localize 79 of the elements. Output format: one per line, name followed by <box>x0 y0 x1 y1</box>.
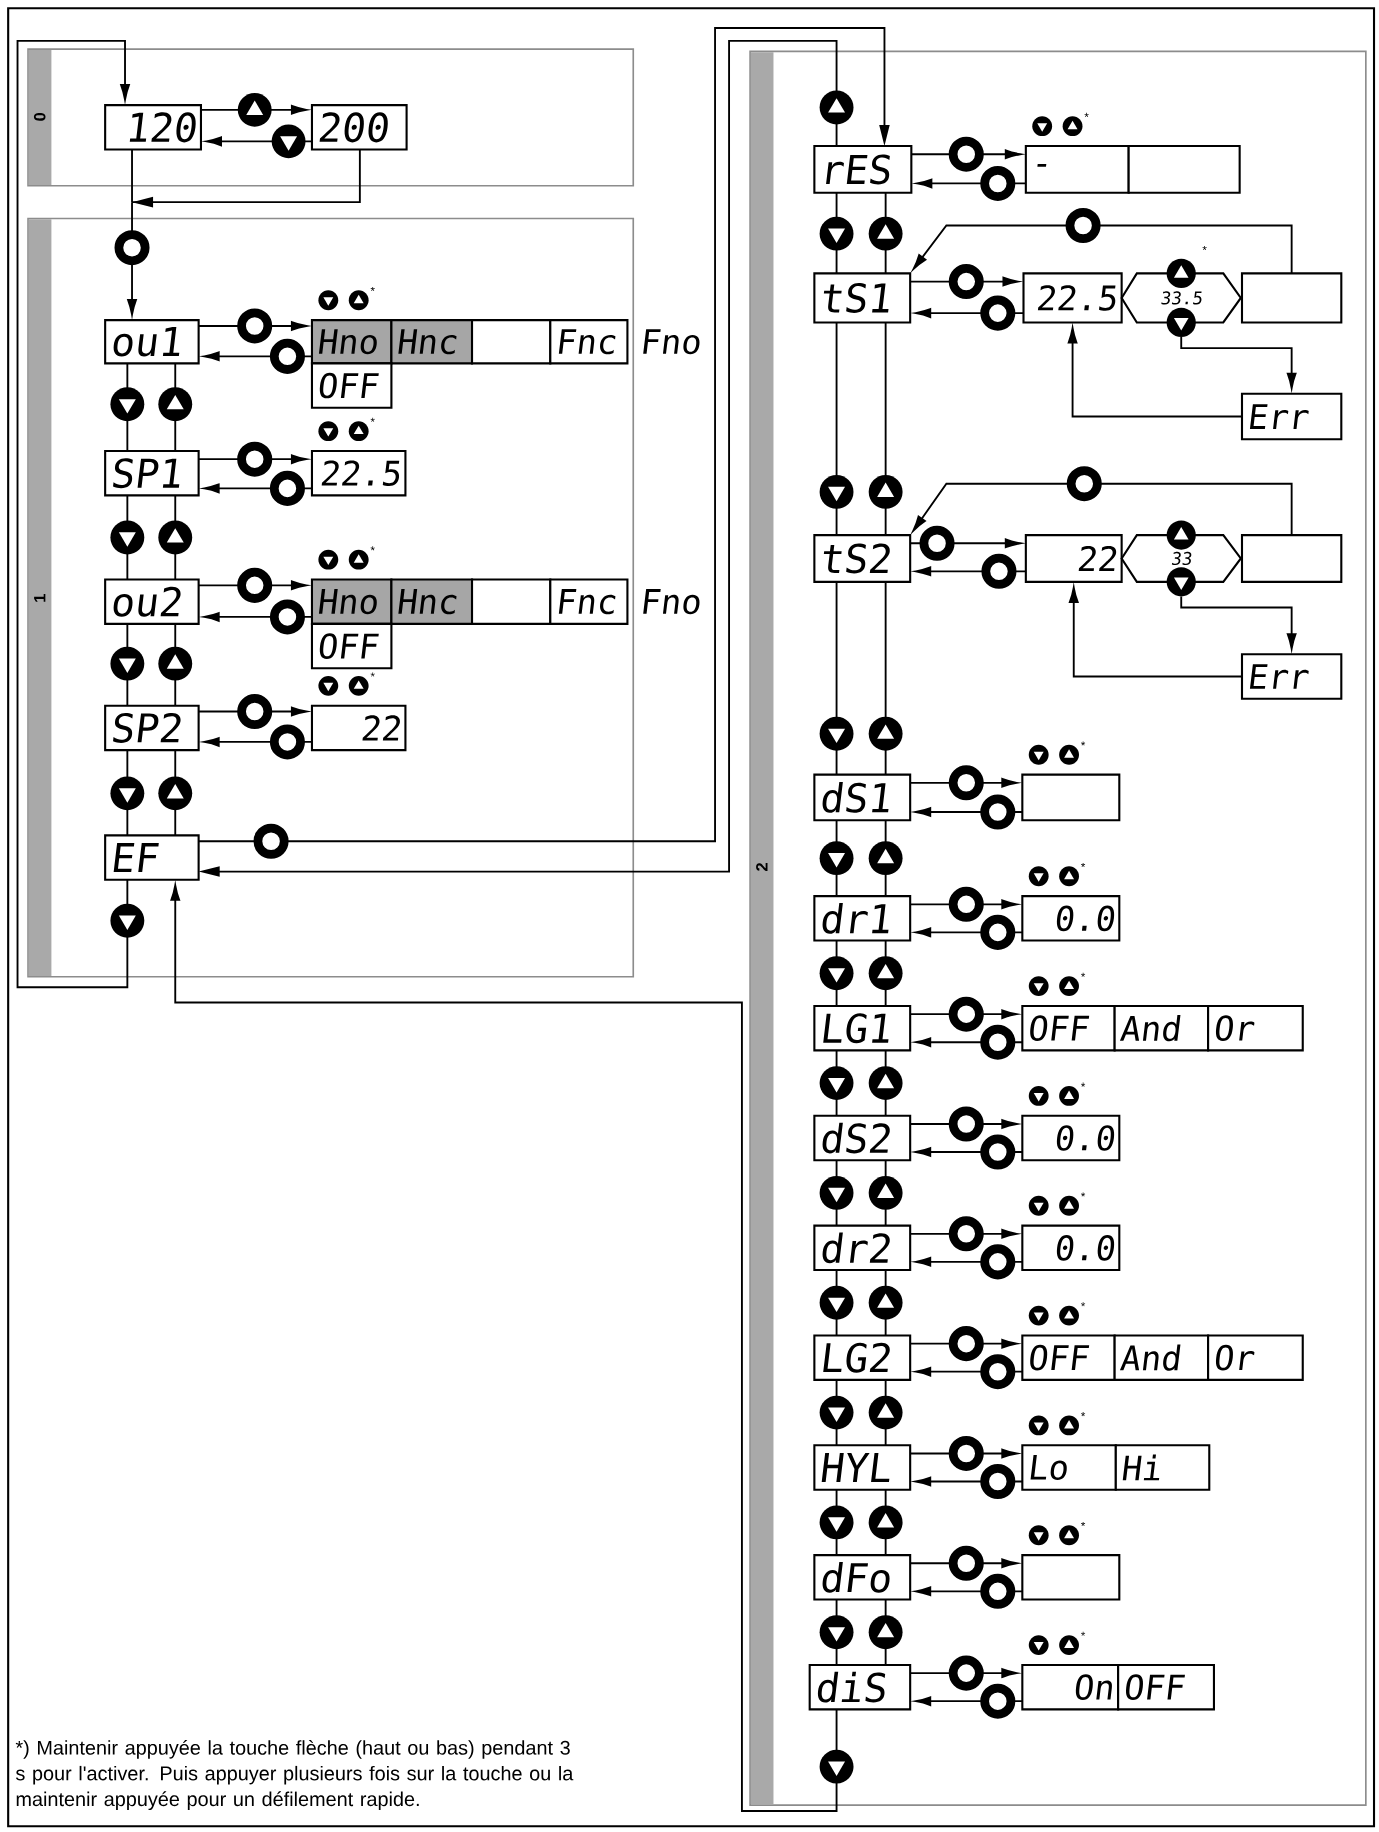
blank-display <box>471 319 552 365</box>
error-display: Err <box>1241 653 1343 700</box>
menu-display: rES <box>813 145 913 194</box>
menu-display: ou2 <box>104 578 200 625</box>
footnote-mark: * <box>1081 741 1086 746</box>
menu-display: dFo <box>813 1554 912 1601</box>
value-display: Lo <box>1021 1444 1117 1491</box>
menu-display: tS1 <box>813 272 912 324</box>
menu-display: SP1 <box>104 449 200 497</box>
footnote-mark: * <box>1202 246 1207 251</box>
footnote-mark: * <box>1081 1192 1086 1197</box>
connector-line <box>131 148 134 204</box>
value-display: Hnc <box>390 319 474 365</box>
arrow <box>912 482 1293 537</box>
connector-line <box>835 321 838 537</box>
value-display: Or <box>1207 1004 1304 1052</box>
menu-display: ou1 <box>104 319 200 365</box>
value-display: Hi <box>1114 1444 1211 1491</box>
value-display: OFF <box>311 362 393 409</box>
blank-display <box>1241 534 1343 583</box>
value-display: 22 <box>311 704 407 752</box>
value-display: And <box>1113 1004 1210 1052</box>
footnote-mark: * <box>1081 1302 1086 1307</box>
menu-display: LG2 <box>813 1334 912 1381</box>
footnote-mark: * <box>1081 1631 1086 1636</box>
error-display: Err <box>1241 392 1343 441</box>
arrow <box>131 148 361 208</box>
connector-line <box>884 580 887 776</box>
connector-line <box>884 321 887 537</box>
menu-display: dr2 <box>813 1224 912 1272</box>
blank-display <box>1021 773 1121 822</box>
value-display: - <box>1024 145 1130 194</box>
blank-display <box>1021 1554 1121 1601</box>
menu-display: diS <box>808 1663 912 1711</box>
footnote-mark: * <box>370 672 375 677</box>
arrow <box>912 224 1293 275</box>
value-display: OFF <box>1021 1004 1116 1052</box>
value-display: Hno <box>311 319 393 365</box>
option-label: Fno <box>643 589 700 615</box>
footnote-mark: * <box>1081 1412 1086 1417</box>
value-display: 0.0 <box>1021 1114 1121 1162</box>
blank-display <box>1127 145 1241 194</box>
menu-display: dS2 <box>813 1114 912 1162</box>
value-display: OFF <box>311 622 393 670</box>
value-display: 0.0 <box>1021 1224 1121 1272</box>
value-display: 22.5 <box>311 449 407 497</box>
value-display: Hnc <box>390 578 474 625</box>
value-display: Fnc <box>549 319 629 365</box>
footnote-mark: * <box>370 546 375 551</box>
menu-display: EF <box>104 834 200 881</box>
footnote-mark: * <box>1081 1521 1086 1526</box>
option-label: Fno <box>643 329 700 355</box>
value-display: On <box>1021 1663 1120 1711</box>
menu-display: LG1 <box>813 1004 912 1052</box>
value-display: Or <box>1207 1334 1304 1381</box>
footnote-mark: * <box>370 286 375 291</box>
blank-display <box>471 578 552 625</box>
footnote-mark: * <box>370 417 375 422</box>
value-display: 22.5 <box>1022 272 1123 324</box>
menu-display: dS1 <box>813 773 912 822</box>
menu-display: dr1 <box>813 895 912 942</box>
menu-display: 200 <box>311 104 408 151</box>
menu-display: SP2 <box>104 704 200 752</box>
value-display: OFF <box>1021 1334 1116 1381</box>
value-display: And <box>1113 1334 1210 1381</box>
blank-display <box>1241 272 1343 324</box>
menu-display: HYL <box>813 1444 912 1491</box>
footnote-mark: * <box>1081 862 1086 867</box>
connector-line <box>835 580 838 776</box>
value-display: Fnc <box>549 578 629 625</box>
menu-display: tS2 <box>813 534 912 583</box>
footnote-mark: * <box>1081 972 1086 977</box>
value-display: 0.0 <box>1021 895 1121 942</box>
value-display: Hno <box>311 578 393 625</box>
menu-display: 120 <box>104 104 203 151</box>
value-display: OFF <box>1117 1663 1216 1711</box>
footnote-mark: * <box>1081 1082 1086 1087</box>
value-display: 22 <box>1024 534 1123 583</box>
footnote-mark: * <box>1084 112 1089 117</box>
